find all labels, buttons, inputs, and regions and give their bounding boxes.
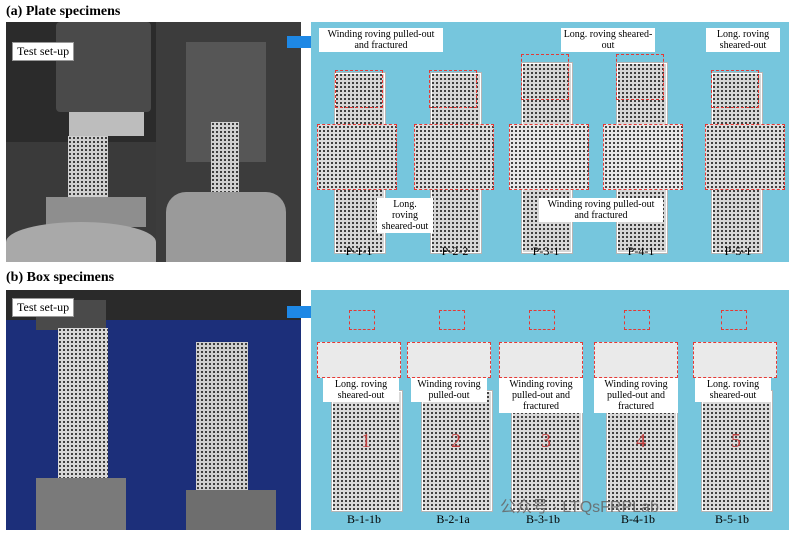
box-arrow-icon	[287, 306, 311, 318]
plate-callout-3: Long. roving sheared-out	[561, 28, 655, 52]
box-callout-1: Long. roving sheared-out	[323, 378, 399, 402]
box-zoom-src-2	[439, 310, 465, 330]
box-zoom-src-4	[624, 310, 650, 330]
plate-zoom-src-3	[521, 54, 569, 100]
box-callout-4: Winding roving pulled-out and fractured	[594, 378, 678, 413]
box-zoom-3	[499, 342, 583, 378]
box-label-2: B-2-1a	[436, 512, 470, 526]
box-mark-2: 2	[451, 430, 461, 452]
plate-label-3: P-3-1	[532, 244, 560, 258]
plate-setup-badge: Test set-up	[12, 42, 75, 61]
plate-zoom-4	[603, 124, 683, 190]
box-setup-badge: Test set-up	[12, 298, 75, 317]
plate-zoom-3	[509, 124, 589, 190]
box-mark-3: 3	[541, 430, 551, 452]
plate-label-4: P-4-1	[627, 244, 655, 258]
box-zoom-5	[693, 342, 777, 378]
box-label-5: B-5-1b	[715, 512, 749, 526]
watermark: 公众号 · LTQsFRPLab	[500, 499, 659, 516]
plate-callout-5: Winding roving pulled-out and fractured	[539, 198, 663, 222]
box-mark-4: 4	[636, 430, 646, 452]
box-mark-1: 1	[361, 430, 371, 452]
box-label-3: B-3-1b	[526, 512, 560, 526]
plate-zoom-5	[705, 124, 785, 190]
plate-arrow-icon	[287, 36, 311, 48]
box-zoom-2	[407, 342, 491, 378]
plate-label-5: P-5-1	[724, 244, 752, 258]
box-results-panel: Long. roving sheared-out Winding roving …	[311, 290, 789, 530]
box-zoom-1	[317, 342, 401, 378]
plate-callout-2: Long. roving sheared-out	[377, 198, 433, 233]
box-setup-photo: Test set-up	[6, 290, 301, 530]
plate-callout-4: Long. roving sheared-out	[706, 28, 780, 52]
box-callout-2: Winding roving pulled-out	[411, 378, 487, 402]
plate-callout-1: Winding roving pulled-out and fractured	[319, 28, 443, 52]
plate-zoom-src-5	[711, 70, 759, 108]
plate-zoom-2	[414, 124, 494, 190]
box-specimen-2	[421, 390, 493, 512]
box-zoom-4	[594, 342, 678, 378]
box-label-4: B-4-1b	[621, 512, 655, 526]
plate-zoom-1	[317, 124, 397, 190]
plate-results-panel: Winding roving pulled-out and fractured …	[311, 22, 789, 262]
box-zoom-src-1	[349, 310, 375, 330]
box-mark-5: 5	[731, 430, 741, 452]
box-zoom-src-5	[721, 310, 747, 330]
plate-setup-photo: Test set-up	[6, 22, 301, 262]
box-zoom-src-3	[529, 310, 555, 330]
box-callout-5: Long. roving sheared-out	[695, 378, 771, 402]
plate-zoom-src-1	[335, 70, 383, 108]
plate-label-1: P-1-1	[345, 244, 373, 258]
box-label-1: B-1-1b	[347, 512, 381, 526]
box-specimen-1	[331, 390, 403, 512]
box-callout-3: Winding roving pulled-out and fractured	[499, 378, 583, 413]
plate-label-2: P-2-2	[441, 244, 469, 258]
box-specimen-5	[701, 390, 773, 512]
plate-zoom-src-4	[616, 54, 664, 100]
plate-section-title: (a) Plate specimens	[6, 4, 121, 19]
plate-zoom-src-2	[429, 70, 477, 108]
box-section-title: (b) Box specimens	[6, 270, 115, 285]
